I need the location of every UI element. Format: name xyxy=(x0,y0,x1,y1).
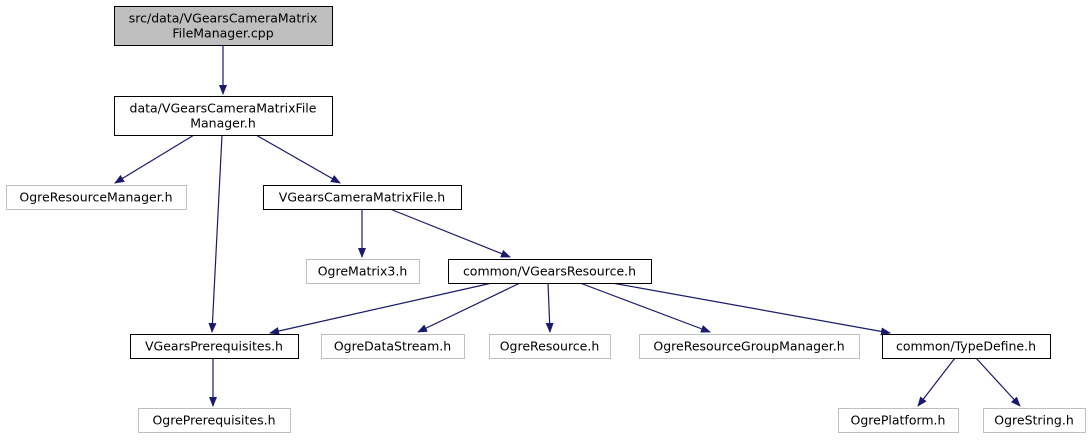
node-label-line: common/TypeDefine.h xyxy=(896,339,1036,354)
node-box xyxy=(321,334,465,359)
edge-vres_h-to-vprereq_h xyxy=(269,282,493,335)
node-box xyxy=(114,6,333,46)
edge-vres_h-to-typedef_h xyxy=(611,282,891,336)
node-box xyxy=(6,185,187,210)
node-box xyxy=(983,408,1086,433)
node-box xyxy=(138,408,291,433)
nodes-layer: src/data/VGearsCameraMatrixFileManager.c… xyxy=(6,6,1086,433)
node-box xyxy=(882,334,1051,359)
node-ogre_rm: OgreResourceManager.h xyxy=(6,185,187,210)
edge-typedef_h-to-ogre_str xyxy=(975,357,1021,407)
node-label-line: OgreResource.h xyxy=(500,339,600,354)
edge-cmfm_h-to-cmf_h xyxy=(255,134,341,184)
node-box xyxy=(838,408,959,433)
node-box xyxy=(448,259,652,284)
node-vprereq_h[interactable]: VGearsPrerequisites.h xyxy=(130,334,299,359)
node-box xyxy=(489,334,611,359)
node-label-line: OgreDataStream.h xyxy=(334,339,451,354)
node-ogre_plat: OgrePlatform.h xyxy=(838,408,959,433)
node-cmf_h[interactable]: VGearsCameraMatrixFile.h xyxy=(263,185,462,210)
edge-vres_h-to-ogre_res xyxy=(545,282,554,333)
node-box xyxy=(114,96,333,136)
node-ogre_prereq: OgrePrerequisites.h xyxy=(138,408,291,433)
edge-vres_h-to-ogre_rgm xyxy=(579,282,711,333)
node-box xyxy=(263,185,462,210)
edge-cmf_h-to-vres_h xyxy=(389,208,511,258)
edge-cmfm_h-to-vprereq_h xyxy=(208,134,223,333)
node-ogre_ds: OgreDataStream.h xyxy=(321,334,465,359)
node-label-line: VGearsPrerequisites.h xyxy=(145,339,283,354)
node-root[interactable]: src/data/VGearsCameraMatrixFileManager.c… xyxy=(114,6,333,46)
node-label-line: OgreMatrix3.h xyxy=(318,264,408,279)
node-label-line: OgrePrerequisites.h xyxy=(152,413,275,428)
node-label-line: OgrePlatform.h xyxy=(851,413,946,428)
node-label-line: data/VGearsCameraMatrixFile xyxy=(130,101,317,116)
node-label-line: OgreResourceManager.h xyxy=(19,190,172,205)
node-ogre_str: OgreString.h xyxy=(983,408,1086,433)
node-label-line: VGearsCameraMatrixFile.h xyxy=(279,190,445,205)
node-box xyxy=(130,334,299,359)
node-box xyxy=(639,334,860,359)
node-label-line: src/data/VGearsCameraMatrix xyxy=(129,11,317,26)
node-vres_h[interactable]: common/VGearsResource.h xyxy=(448,259,652,284)
node-ogre_rgm: OgreResourceGroupManager.h xyxy=(639,334,860,359)
node-ogre_m3: OgreMatrix3.h xyxy=(306,259,420,284)
edge-vres_h-to-ogre_ds xyxy=(417,282,521,333)
node-label-line: FileManager.cpp xyxy=(172,26,273,41)
node-typedef_h[interactable]: common/TypeDefine.h xyxy=(882,334,1051,359)
node-box xyxy=(306,259,420,284)
edges-layer xyxy=(114,45,1021,407)
node-label-line: OgreString.h xyxy=(994,413,1074,428)
node-ogre_res: OgreResource.h xyxy=(489,334,611,359)
node-label-line: OgreResourceGroupManager.h xyxy=(653,339,844,354)
edge-typedef_h-to-ogre_plat xyxy=(917,357,956,407)
node-label-line: common/VGearsResource.h xyxy=(463,264,636,279)
edge-cmfm_h-to-ogre_rm xyxy=(114,134,195,184)
node-label-line: Manager.h xyxy=(190,116,256,131)
